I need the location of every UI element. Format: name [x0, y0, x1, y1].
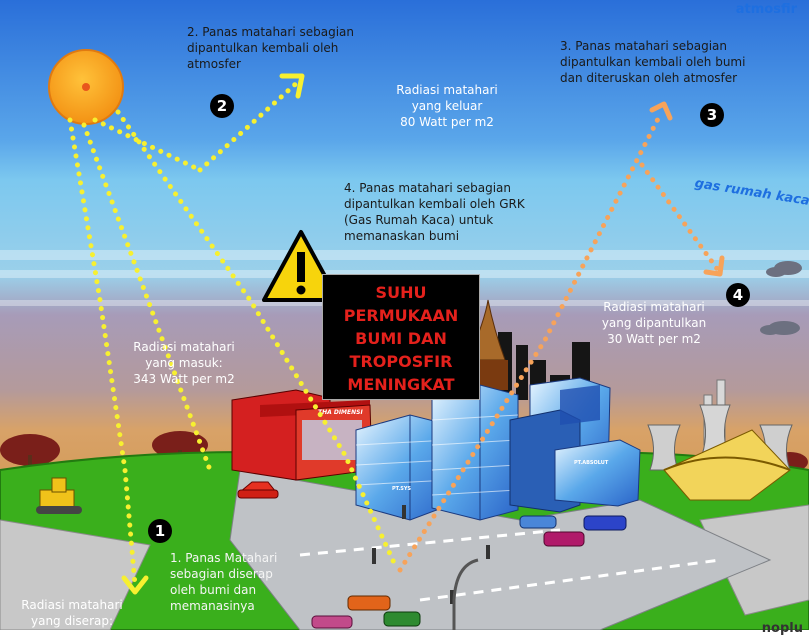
step-4-text: 4. Panas matahari sebagian dipantulkan k… [344, 181, 525, 243]
temperature-alert-text: SUHU PERMUKAAN BUMI DAN TROPOSFIR MENING… [343, 283, 459, 394]
step-2-text: 2. Panas matahari sebagian dipantulkan k… [187, 25, 354, 71]
ray-absorbed [67, 117, 138, 588]
traffic-lights [372, 505, 490, 630]
incoming-radiation-text: Radiasi matahari yang masuk: 343 Watt pe… [133, 340, 235, 386]
step-3-text: 3. Panas matahari sebagian dipantulkan k… [560, 39, 746, 85]
ray-from-atmosphere [639, 162, 721, 273]
road-markings [299, 528, 721, 602]
outgoing-radiation-text: Radiasi matahari yang keluar 80 Watt per… [396, 83, 498, 129]
red-building [231, 389, 373, 481]
road-left [0, 519, 151, 630]
glass-building-right [509, 377, 641, 513]
car-green [383, 611, 421, 627]
cars [237, 481, 627, 629]
ray-from-ground [397, 112, 663, 573]
bulldozer [36, 477, 82, 514]
car-purple [543, 531, 585, 547]
sun [48, 49, 124, 125]
ray-to-atmosphere [92, 117, 203, 173]
reflected-rays [397, 112, 721, 573]
watermark: noplu [761, 621, 803, 636]
incoming-arrowheads [121, 73, 305, 595]
smog-clouds [760, 261, 802, 335]
arrowhead-grk [703, 255, 725, 277]
building-sign-red: THA DIMENSI [318, 409, 363, 416]
step-2-badge: 2 [210, 94, 234, 118]
building-sign-center: PT.SYS [392, 486, 411, 492]
car-blue-1 [583, 515, 627, 531]
absorbed-radiation-text: Radiasi matahari yang diserap: [21, 598, 123, 628]
building-sign-right: PT.ABSOLUT [574, 460, 609, 466]
temperature-alert-box: SUHU PERMUKAAN BUMI DAN TROPOSFIR MENING… [322, 274, 480, 400]
atmosphere-corner-label: atmosfir [735, 2, 797, 17]
step-1-badge: 1 [148, 519, 172, 543]
step-4-badge: 4 [726, 283, 750, 307]
arrowhead-atmosphere [279, 73, 305, 99]
power-plant [647, 379, 793, 501]
incoming-rays [67, 77, 398, 588]
reflected-arrowheads [649, 101, 725, 277]
reflected-radiation-text: Radiasi matahari yang dipantulkan 30 Wat… [601, 300, 707, 346]
step-1-text: 1. Panas Matahari sebagian diserap oleh … [170, 551, 278, 613]
arrowhead-absorbed [121, 575, 149, 595]
ray-to-trees [81, 122, 213, 473]
arrowhead-out [649, 101, 673, 121]
car-orange [347, 595, 391, 611]
step-3-badge: 3 [700, 103, 724, 127]
car-red [237, 481, 279, 499]
car-blue-2 [519, 515, 557, 529]
warning-triangle-icon [262, 230, 340, 302]
car-pink [311, 615, 353, 629]
ray-to-city [115, 109, 398, 568]
